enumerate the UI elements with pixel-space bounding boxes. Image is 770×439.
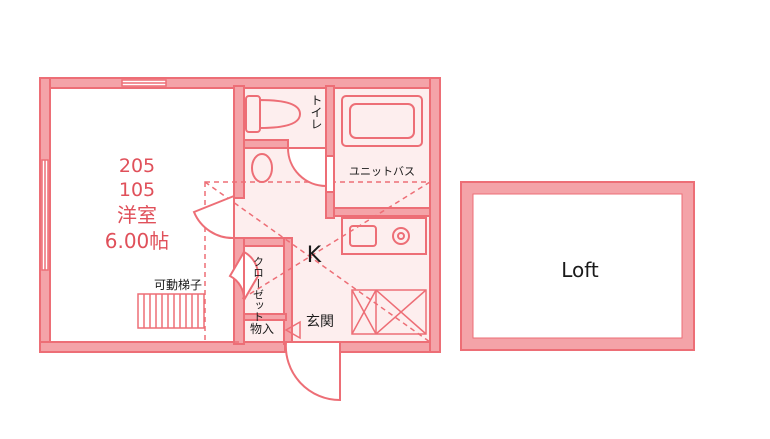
bathtub-fixture	[341, 95, 423, 147]
western-room-label: 洋室	[117, 203, 157, 227]
loft-outline	[204, 181, 431, 343]
storage-boxes	[351, 289, 427, 335]
movable-ladder-icon	[137, 293, 205, 329]
doors	[192, 147, 341, 402]
western-room-size-label: 6.00帖	[105, 229, 170, 253]
room-number-105: 105	[119, 179, 155, 201]
closet-label: クローゼット	[252, 256, 265, 322]
unit-bath-label-text: ユニットバス	[349, 165, 415, 178]
unit-bath-label: ユニットバス	[349, 165, 415, 178]
kitchen-label: K	[307, 243, 322, 268]
loft-label: Loft	[561, 258, 599, 282]
entrance-label: 玄関	[306, 313, 334, 330]
toilet-label: トイレ	[309, 94, 323, 130]
movable-ladder-label: 可動梯子	[154, 278, 202, 292]
room-number-label: 205 105	[119, 155, 155, 201]
windows	[41, 79, 167, 271]
entrance-step	[284, 320, 301, 340]
toilet-fixture	[245, 95, 302, 133]
room-number-205: 205	[119, 155, 155, 177]
loft-plan	[460, 181, 695, 351]
storage-label: 物入	[250, 322, 274, 336]
